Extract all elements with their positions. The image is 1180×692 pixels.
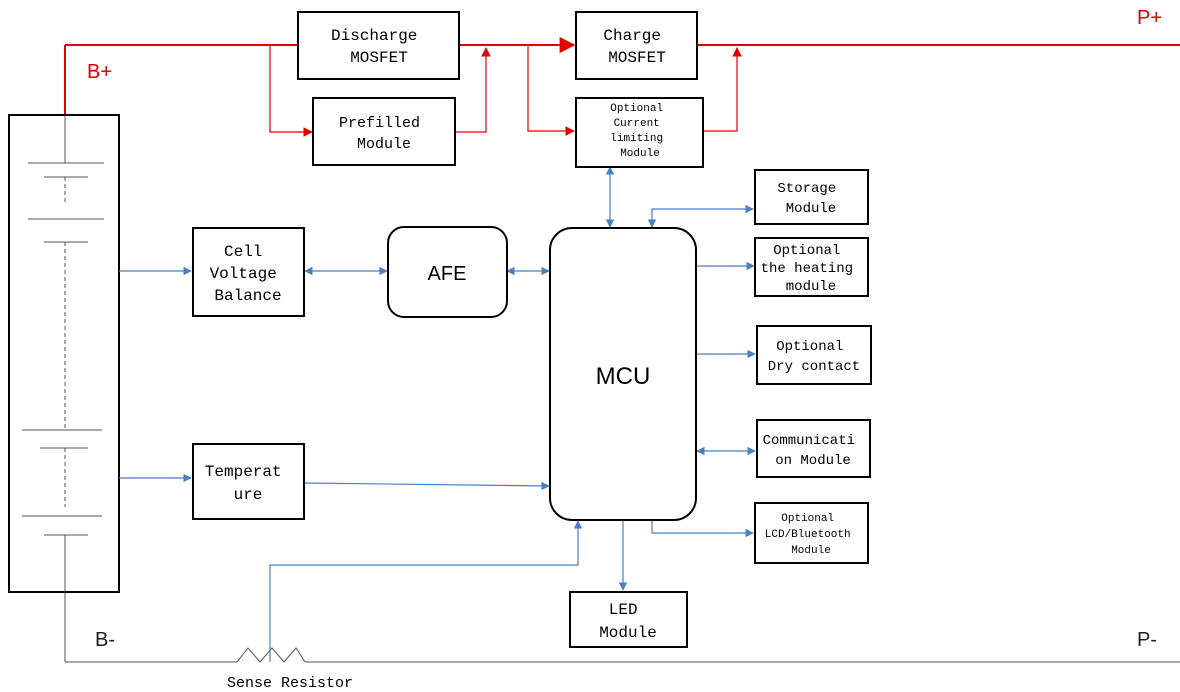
heating-module-label: Optional the heating module (761, 243, 862, 295)
current-limiting-box (575, 97, 704, 168)
temperature-block: Temperat ure (192, 443, 305, 520)
charge-mosfet-label: Charge MOSFET (603, 27, 670, 67)
heating-module-box (754, 237, 869, 297)
lcd-bluetooth-block: Optional LCD/Bluetooth Module (754, 502, 869, 564)
prefilled-module-box (312, 97, 456, 166)
afe-block: AFE (387, 226, 508, 318)
lcd-bluetooth-label: Optional LCD/Bluetooth Module (765, 513, 857, 557)
b-plus-label: B+ (87, 61, 112, 83)
power-path (64, 37, 1180, 137)
dry-contact-block: Optional Dry contact (756, 325, 872, 385)
mcu-storage-arrow (647, 204, 754, 228)
current-limiting-block: Optional Current limiting Module (575, 97, 704, 168)
prefilled-return-wire (455, 47, 491, 133)
mcu-block: MCU (549, 227, 697, 521)
charge-mosfet-block: Charge MOSFET (575, 11, 698, 80)
battery-cells (22, 115, 104, 592)
led-module-block: LED Module (569, 591, 688, 648)
limiter-return-wire (703, 47, 742, 132)
cell-voltage-balance-block: Cell Voltage Balance (192, 227, 305, 317)
temperature-to-mcu-arrow (303, 481, 550, 491)
mcu-to-lcd-arrow (651, 520, 754, 538)
temperature-box (192, 443, 305, 520)
cell-voltage-balance-label: Cell Voltage Balance (210, 243, 287, 305)
communication-module-label: Communicati on Module (763, 433, 864, 469)
sense-resistor-symbol (236, 647, 306, 663)
mcu-label: MCU (596, 363, 651, 390)
p-plus-label: P+ (1137, 7, 1162, 29)
cell-voltage-balance-box (192, 227, 305, 317)
led-module-box (569, 591, 688, 648)
discharge-mosfet-block: Discharge MOSFET (297, 11, 460, 80)
discharge-mosfet-box (297, 11, 460, 80)
storage-module-block: Storage Module (754, 169, 869, 225)
battery-pack (8, 114, 120, 593)
dry-contact-box (756, 325, 872, 385)
dry-contact-label: Optional Dry contact (768, 339, 860, 375)
storage-module-box (754, 169, 869, 225)
led-module-label: LED Module (599, 601, 657, 642)
communication-module-box (756, 419, 871, 478)
current-limiting-label: Optional Current limiting Module (610, 103, 669, 160)
ground-path (64, 592, 1180, 663)
mcu-box (549, 227, 697, 521)
discharge-bypass-to-prefilled-wire (269, 45, 313, 137)
b-minus-label: B- (95, 629, 115, 651)
discharge-mosfet-label: Discharge MOSFET (331, 27, 427, 67)
sense-resistor-to-mcu-arrow (269, 520, 583, 662)
heating-module-block: Optional the heating module (754, 237, 869, 297)
battery-pack-frame (8, 114, 120, 593)
sense-resistor-label: Sense Resistor (227, 675, 353, 692)
signal-connections (119, 166, 756, 662)
charge-mosfet-box (575, 11, 698, 80)
afe-box (387, 226, 508, 318)
temperature-label: Temperat ure (205, 463, 291, 504)
charge-bypass-to-limiter-wire (527, 45, 575, 136)
storage-module-label: Storage Module (777, 181, 844, 217)
prefilled-module-label: Prefilled Module (339, 115, 429, 153)
communication-module-block: Communicati on Module (756, 419, 871, 478)
prefilled-module-block: Prefilled Module (312, 97, 456, 166)
p-minus-label: P- (1137, 629, 1157, 651)
lcd-bluetooth-box (754, 502, 869, 564)
afe-label: AFE (428, 263, 467, 285)
